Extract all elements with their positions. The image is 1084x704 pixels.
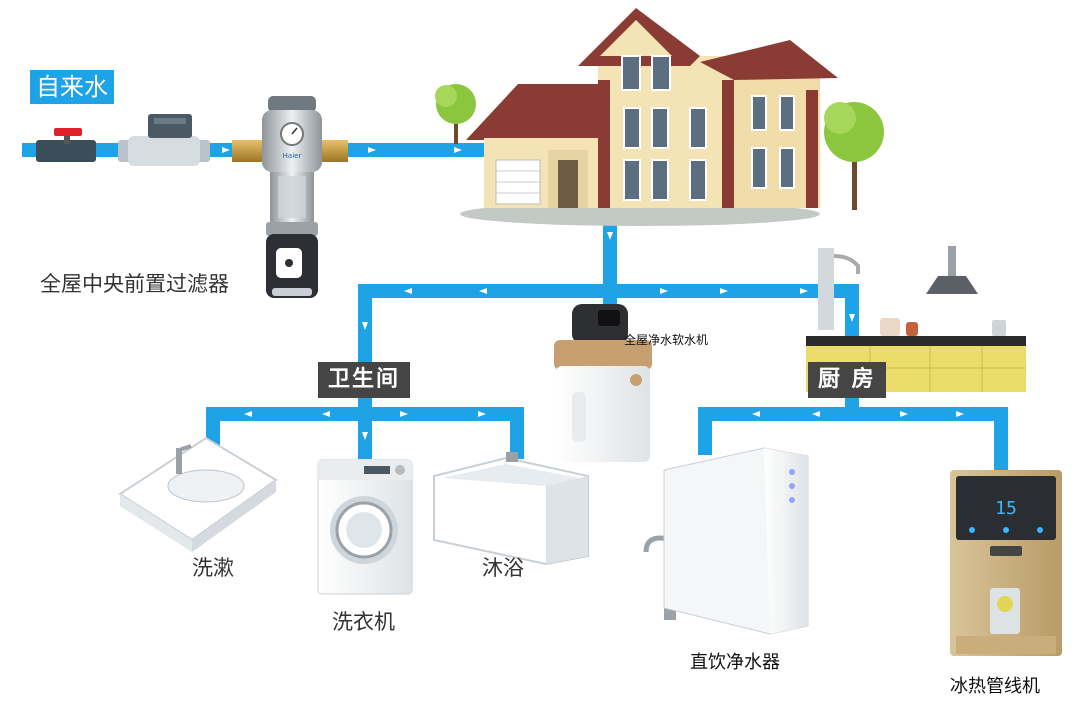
softener-icon <box>554 304 652 462</box>
house-icon <box>435 8 884 226</box>
bathtub-icon <box>433 452 589 566</box>
flow-arrows <box>222 147 964 440</box>
washbasin-label: 洗漱 <box>192 556 234 580</box>
svg-text:Haier: Haier <box>283 152 302 160</box>
washing-machine-icon <box>317 459 413 595</box>
purifier-icon <box>643 447 809 635</box>
kitchen-branch-pipe <box>698 407 1008 421</box>
bathroom-tag: 卫生间 <box>318 362 411 398</box>
prefilter-icon: Haier <box>232 96 348 298</box>
svg-text:15: 15 <box>995 498 1017 519</box>
purifier-pipe <box>698 407 712 455</box>
prefilter-label: 全屋中央前置过滤器 <box>40 272 229 296</box>
water-meter-icon <box>118 114 210 166</box>
dispenser-label: 冰热管线机 <box>950 676 1040 697</box>
softener-label: 全屋净水软水机 <box>624 333 709 347</box>
kitchen-tag: 厨 房 <box>808 362 886 398</box>
tap-water-tag: 自来水 <box>30 70 114 104</box>
bath-pipe <box>510 407 524 459</box>
washer-label: 洗衣机 <box>332 610 395 634</box>
dispenser-pipe <box>994 407 1008 471</box>
washbasin-icon <box>118 436 278 552</box>
purifier-label: 直饮净水器 <box>690 652 780 673</box>
bath-label: 沐浴 <box>482 556 524 580</box>
dispenser-icon: 15 <box>950 470 1062 656</box>
ball-valve-icon <box>36 128 96 162</box>
